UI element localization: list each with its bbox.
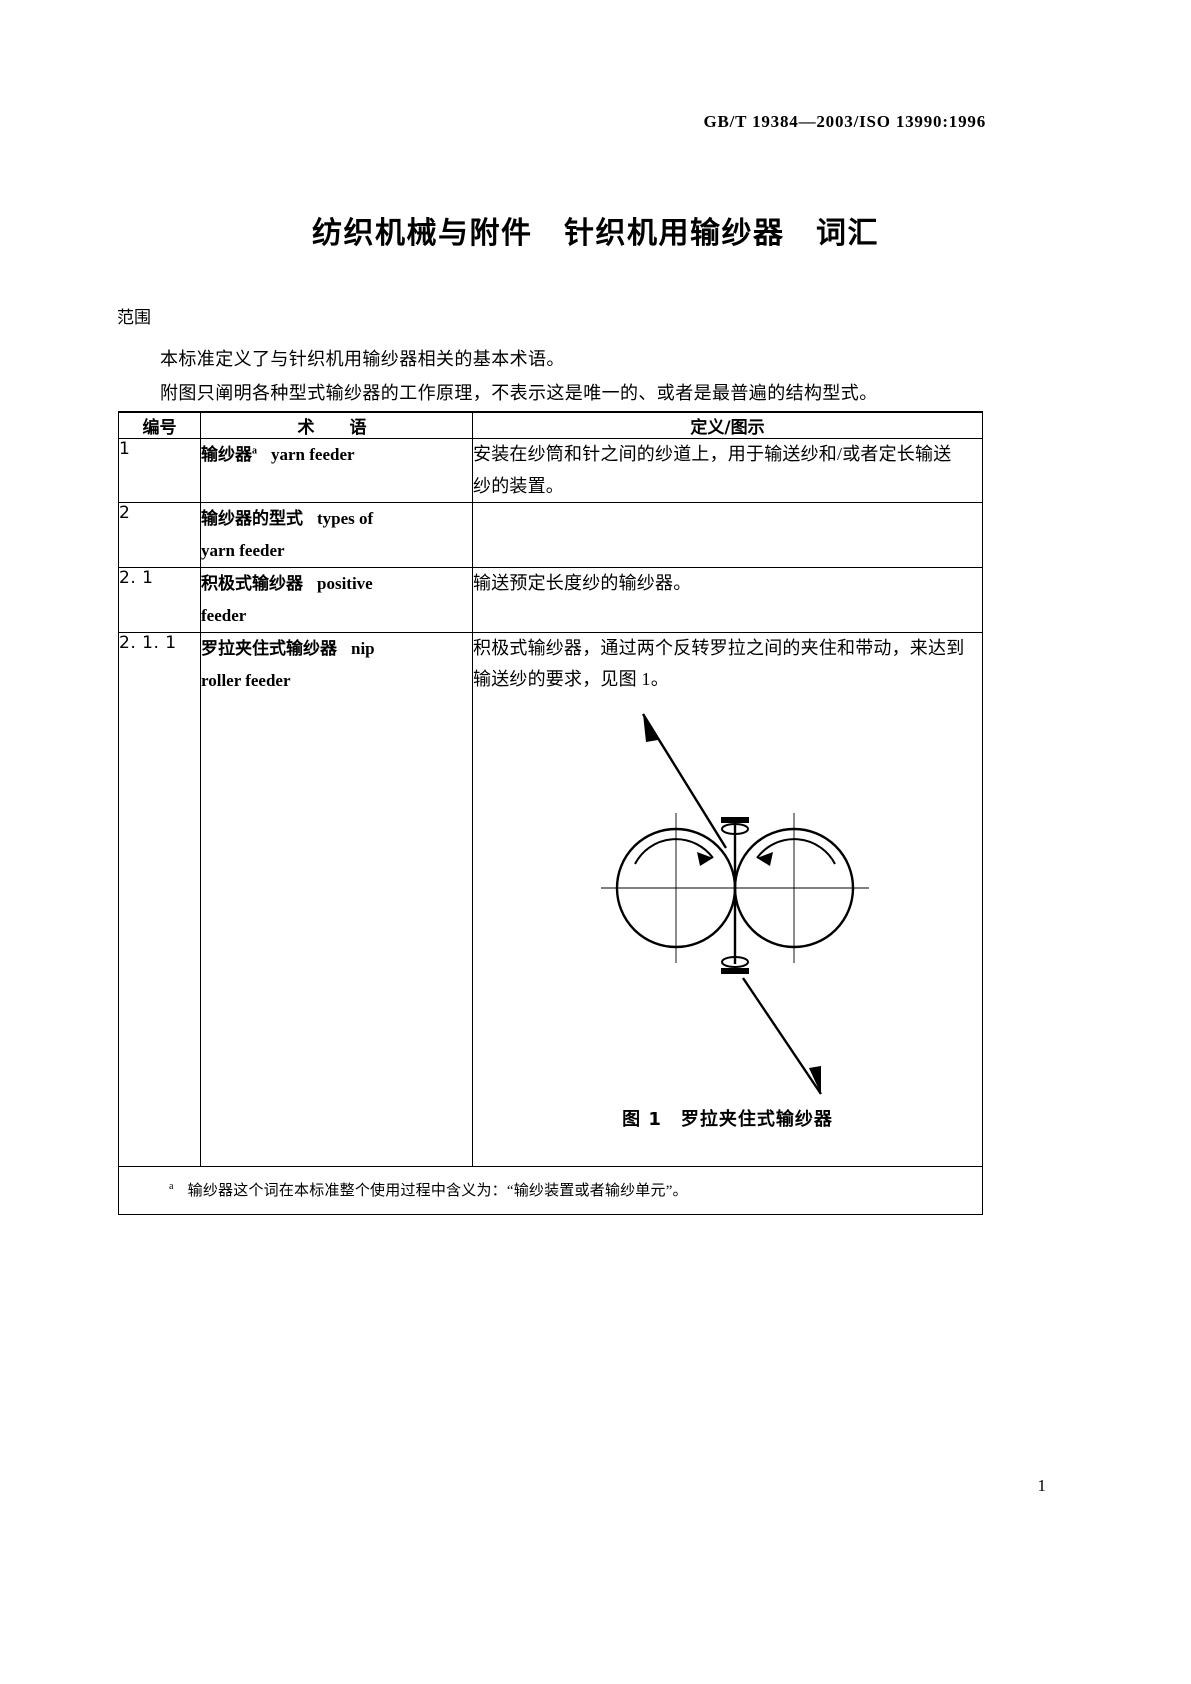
term-english: positive bbox=[317, 573, 373, 593]
term-chinese: 积极式输纱器 bbox=[201, 573, 303, 594]
footnote-marker: a bbox=[252, 445, 257, 457]
table-header: 编号 术 语 定义/图示 bbox=[118, 411, 983, 439]
row-term-1: 输纱器a yarn feeder bbox=[200, 438, 473, 503]
page-number: 1 bbox=[1037, 1476, 1047, 1495]
figure-caption: 图 1 罗拉夹住式输纱器 bbox=[622, 1109, 833, 1131]
row-definition-2-1-1: 积极式输纱器，通过两个反转罗拉之间的夹住和带动，来达到 输送纱的要求，见图 1。 bbox=[472, 631, 983, 1167]
scope-paragraph-1: 本标准定义了与针织机用输纱器相关的基本术语。 bbox=[160, 349, 565, 369]
column-header-number: 编号 bbox=[118, 411, 201, 439]
figure-1-nip-roller-feeder: 图 1 罗拉夹住式输纱器 bbox=[473, 696, 982, 1166]
row-number-2-1: 2. 1 bbox=[118, 566, 201, 633]
term-english-line2: yarn feeder bbox=[201, 541, 285, 561]
table-header-row: 编号 术 语 定义/图示 bbox=[118, 411, 983, 439]
column-header-definition: 定义/图示 bbox=[472, 411, 983, 439]
table-row: 1 输纱器a yarn feeder 安装在纱筒和针之间的纱道上，用于输送纱和/或… bbox=[118, 438, 983, 503]
scope-paragraph-2: 附图只阐明各种型式输纱器的工作原理，不表示这是唯一的、或者是最普遍的结构型式。 bbox=[160, 383, 878, 403]
row-definition-1: 安装在纱筒和针之间的纱道上，用于输送纱和/或者定长输送 纱的装置。 bbox=[472, 438, 983, 503]
term-english: types of bbox=[317, 509, 374, 528]
section-heading-scope: 范围 bbox=[117, 308, 151, 328]
table-row: 2. 1 积极式输纱器 positive feeder 输送预定长度纱的输纱器。 bbox=[118, 566, 983, 633]
term-english: nip bbox=[351, 638, 375, 658]
standard-code-header: GB/T 19384—2003/ISO 13990:1996 bbox=[703, 112, 986, 131]
row-term-2-1-1: 罗拉夹住式输纱器 nip roller feeder bbox=[200, 631, 473, 1167]
row-number-2: 2 bbox=[118, 502, 201, 568]
footnote-text: 输纱器这个词在本标准整个使用过程中含义为：“输纱装置或者输纱单元”。 bbox=[187, 1182, 688, 1199]
row-term-2: 输纱器的型式 types of yarn feeder bbox=[200, 502, 473, 568]
nip-roller-diagram bbox=[600, 713, 869, 1095]
definition-line: 积极式输纱器，通过两个反转罗拉之间的夹住和带动，来达到 bbox=[473, 637, 965, 658]
row-term-2-1: 积极式输纱器 positive feeder bbox=[200, 566, 473, 633]
definition-line: 输送预定长度纱的输纱器。 bbox=[473, 572, 692, 593]
term-english-line2: roller feeder bbox=[201, 671, 291, 691]
term-chinese: 输纱器的型式 bbox=[201, 509, 303, 529]
footnote-cell: a 输纱器这个词在本标准整个使用过程中含义为：“输纱装置或者输纱单元”。 bbox=[118, 1165, 983, 1215]
table-row: 2 输纱器的型式 types of yarn feeder bbox=[118, 502, 983, 568]
page-title: 纺织机械与附件 针织机用输纱器 词汇 bbox=[312, 216, 879, 251]
row-number-2-1-1: 2. 1. 1 bbox=[118, 631, 201, 1167]
definition-line: 纱的装置。 bbox=[473, 475, 564, 496]
table-row: 2. 1. 1 罗拉夹住式输纱器 nip roller feeder 积极式输纱器… bbox=[118, 631, 983, 1167]
table-footnote-row: a 输纱器这个词在本标准整个使用过程中含义为：“输纱装置或者输纱单元”。 bbox=[118, 1165, 983, 1215]
term-chinese: 罗拉夹住式输纱器 bbox=[201, 638, 337, 659]
definition-line: 安装在纱筒和针之间的纱道上，用于输送纱和/或者定长输送 bbox=[473, 444, 952, 464]
row-definition-2 bbox=[472, 502, 983, 568]
column-header-term: 术 语 bbox=[200, 411, 473, 439]
row-number-1: 1 bbox=[118, 438, 201, 503]
row-definition-2-1: 输送预定长度纱的输纱器。 bbox=[472, 566, 983, 633]
definition-line: 输送纱的要求，见图 1。 bbox=[473, 669, 669, 690]
term-chinese: 输纱器 bbox=[201, 445, 252, 465]
term-english-line2: feeder bbox=[201, 606, 247, 626]
term-english: yarn feeder bbox=[271, 445, 355, 464]
footnote-marker: a bbox=[169, 1180, 174, 1192]
